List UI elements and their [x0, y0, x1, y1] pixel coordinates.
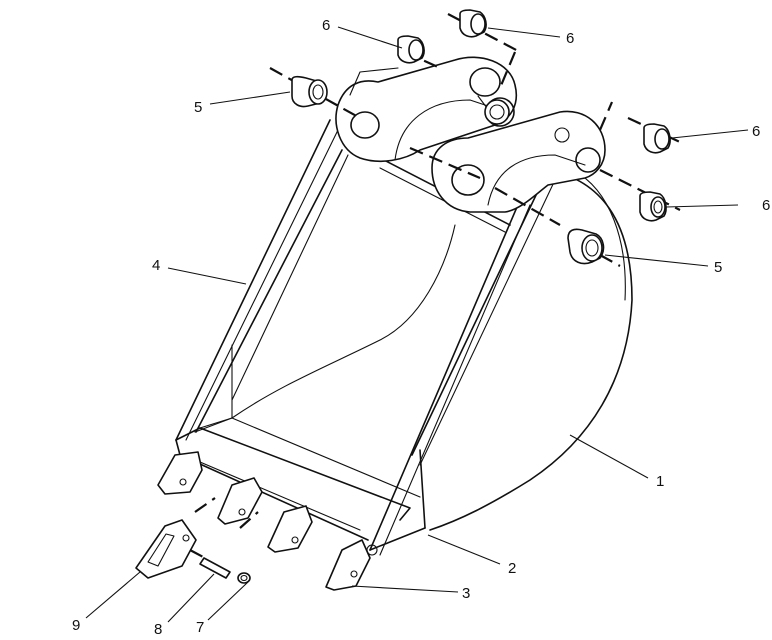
left-lug-plate [335, 56, 517, 163]
right-lug-plate [431, 97, 606, 213]
bushing-6-c [643, 123, 671, 154]
callout-5-left: 5 [194, 99, 202, 116]
left-side-plate [175, 119, 349, 456]
callout-8: 8 [154, 621, 162, 638]
callout-labels: 1 2 3 4 5 5 6 6 6 6 7 8 9 [72, 17, 770, 638]
adapter-mid-1 [217, 477, 263, 525]
tooth-point [135, 519, 197, 579]
adapter-left [157, 451, 203, 495]
callout-1: 1 [656, 473, 664, 490]
callout-6-top: 6 [566, 30, 574, 47]
callout-9: 9 [72, 617, 80, 634]
callout-6-right: 6 [762, 197, 770, 214]
adapter-mid-2 [267, 505, 313, 553]
retaining-pin [189, 549, 231, 579]
right-side-plate [369, 169, 556, 556]
pin-retainer [237, 572, 251, 584]
leader-lines [85, 26, 749, 623]
callout-5-right: 5 [714, 259, 722, 276]
callout-6-right-top: 6 [752, 123, 760, 140]
bushing-6-b [459, 9, 487, 38]
callout-4: 4 [152, 257, 160, 274]
callout-2: 2 [508, 560, 516, 577]
callout-7: 7 [196, 619, 204, 636]
callout-3: 3 [462, 585, 470, 602]
bushing-6-a [397, 35, 425, 64]
bushing-inner [484, 99, 510, 125]
bushings [291, 9, 671, 265]
teeth-adapters [157, 451, 378, 591]
bushing-5-left [291, 75, 328, 108]
bushing-5-right [567, 228, 605, 265]
callout-6-top-left: 6 [322, 17, 330, 34]
adapter-right [325, 539, 378, 591]
tooth-assembly [135, 519, 251, 584]
bushing-6-d [639, 191, 667, 222]
